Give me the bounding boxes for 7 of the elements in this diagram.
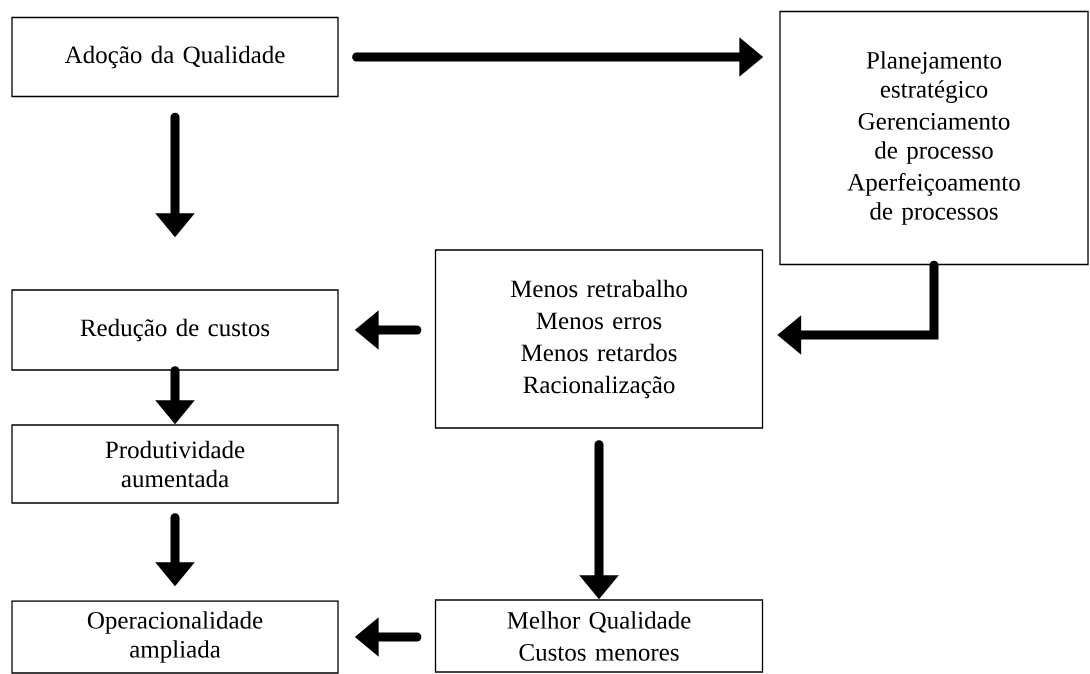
process-box: Planejamento estratégico Gerenciamento de processo Aperfeiçoamento de processos xyxy=(779,10,1089,266)
process-box: Redução de custos xyxy=(11,289,339,371)
process-box: Adoção da Qualidade xyxy=(11,16,339,98)
process-box: Operacionalidade ampliada xyxy=(11,600,339,674)
process-box: Menos retrabalho Menos erros Menos retardos Racionalização xyxy=(434,249,764,429)
process-box: Melhor Qualidade Custos menores xyxy=(434,599,764,673)
process-box: Produtividade aumentada xyxy=(11,424,339,504)
